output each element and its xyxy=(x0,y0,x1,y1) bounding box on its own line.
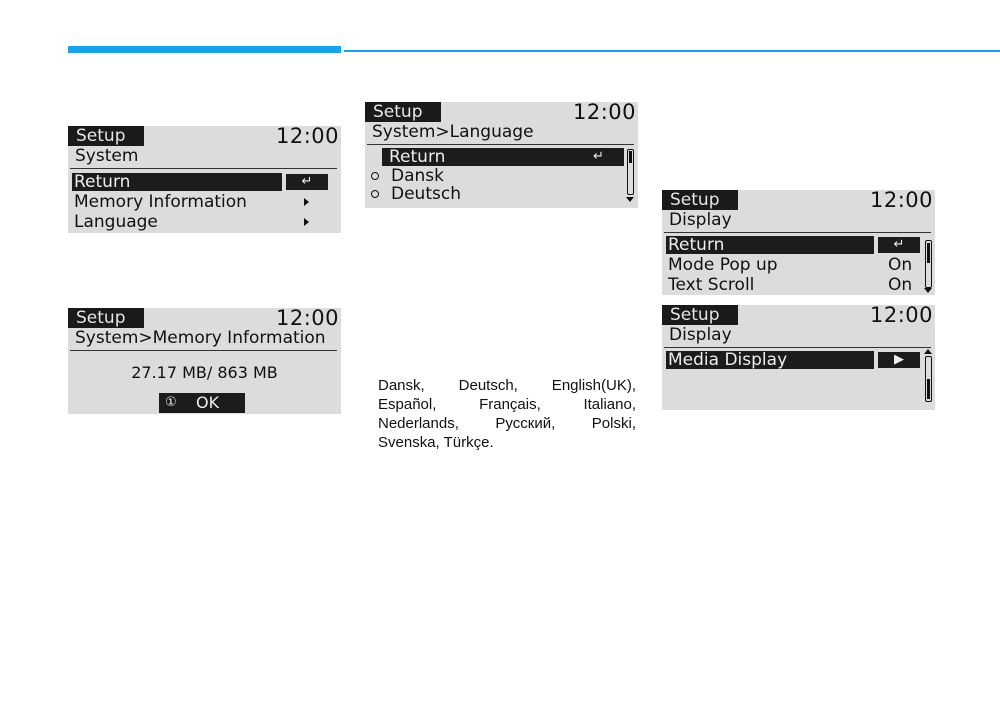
screen-title: Display xyxy=(664,210,931,233)
screen-title: System>Language xyxy=(367,122,634,145)
setup-tab: Setup xyxy=(662,190,738,210)
arrow-right-icon[interactable]: ▶ xyxy=(878,352,920,368)
menu-item-language[interactable]: Language xyxy=(68,212,341,232)
setup-tab: Setup xyxy=(662,305,738,325)
screen-display-1: Setup 12:00 Display Return ↵ Mode Pop up… xyxy=(662,190,935,295)
menu-item-media-display[interactable]: Media Display ▶ xyxy=(662,350,935,370)
setup-tab: Setup xyxy=(68,126,144,146)
menu-item-label: Language xyxy=(74,212,158,232)
screen-title: System xyxy=(70,146,337,169)
clock: 12:00 xyxy=(869,190,933,212)
language-label: Dansk xyxy=(391,166,444,186)
arrow-right-icon xyxy=(304,218,309,226)
scroll-down-icon[interactable] xyxy=(626,197,634,202)
ok-label: OK xyxy=(196,393,220,412)
menu-item-text-scroll[interactable]: Text Scroll On xyxy=(662,275,935,295)
menu-item-label: Mode Pop up xyxy=(668,255,778,275)
clock: 12:00 xyxy=(275,308,339,330)
scroll-down-icon[interactable] xyxy=(924,288,932,293)
screen-system: Setup 12:00 System Return ↵ Memory Infor… xyxy=(68,126,341,233)
clock: 12:00 xyxy=(869,305,933,327)
language-option-deutsch[interactable]: Deutsch xyxy=(365,185,638,203)
languages-paragraph: Dansk, Deutsch, English(UK), Español, Fr… xyxy=(378,377,636,451)
ok-button[interactable]: ① OK xyxy=(159,393,245,413)
return-icon[interactable]: ↵ xyxy=(878,237,920,253)
return-icon[interactable]: ↵ xyxy=(286,174,328,190)
header-accent-bar xyxy=(68,46,341,53)
screen-header: Setup 12:00 xyxy=(365,102,638,124)
menu-item-label: Memory Information xyxy=(74,192,247,212)
screen-header: Setup 12:00 xyxy=(662,305,935,327)
scrollbar[interactable] xyxy=(925,356,932,402)
screen-header: Setup 12:00 xyxy=(662,190,935,212)
screen-title: System>Memory Information xyxy=(70,328,337,351)
setup-tab: Setup xyxy=(68,308,144,328)
setup-tab: Setup xyxy=(365,102,441,122)
menu-item-return[interactable]: Return ↵ xyxy=(365,147,638,167)
menu-item-label: Text Scroll xyxy=(668,275,755,295)
menu-item-label: Media Display xyxy=(668,350,788,370)
scroll-up-icon[interactable] xyxy=(924,349,932,354)
menu-item-label: Return xyxy=(74,172,131,192)
menu-item-label: Return xyxy=(668,235,725,255)
radio-icon xyxy=(371,190,379,198)
screen-header: Setup 12:00 xyxy=(68,126,341,148)
radio-icon xyxy=(371,172,379,180)
menu-item-label: Return xyxy=(389,147,446,167)
screen-language: Setup 12:00 System>Language Return ↵ Dan… xyxy=(365,102,638,208)
menu-item-mode-pop-up[interactable]: Mode Pop up On xyxy=(662,255,935,275)
return-icon[interactable]: ↵ xyxy=(593,149,604,164)
scrollbar[interactable] xyxy=(925,240,932,288)
memory-usage: 27.17 MB/ 863 MB xyxy=(131,363,278,382)
language-label: Deutsch xyxy=(391,184,461,204)
header-rule xyxy=(344,50,1000,52)
scrollbar[interactable] xyxy=(627,149,634,195)
menu-item-return[interactable]: Return ↵ xyxy=(68,172,341,192)
arrow-right-icon xyxy=(304,198,309,206)
screen-title: Display xyxy=(664,325,931,348)
clock: 12:00 xyxy=(572,102,636,124)
clock: 12:00 xyxy=(275,126,339,148)
setting-value: On xyxy=(888,255,913,275)
menu-item-memory-information[interactable]: Memory Information xyxy=(68,192,341,212)
menu-item-return[interactable]: Return ↵ xyxy=(662,235,935,255)
setting-value: On xyxy=(888,275,913,295)
ok-index: ① xyxy=(165,395,177,410)
screen-display-2: Setup 12:00 Display Media Display ▶ xyxy=(662,305,935,410)
language-option-dansk[interactable]: Dansk xyxy=(365,167,638,185)
screen-memory-information: Setup 12:00 System>Memory Information 27… xyxy=(68,308,341,414)
screen-header: Setup 12:00 xyxy=(68,308,341,330)
